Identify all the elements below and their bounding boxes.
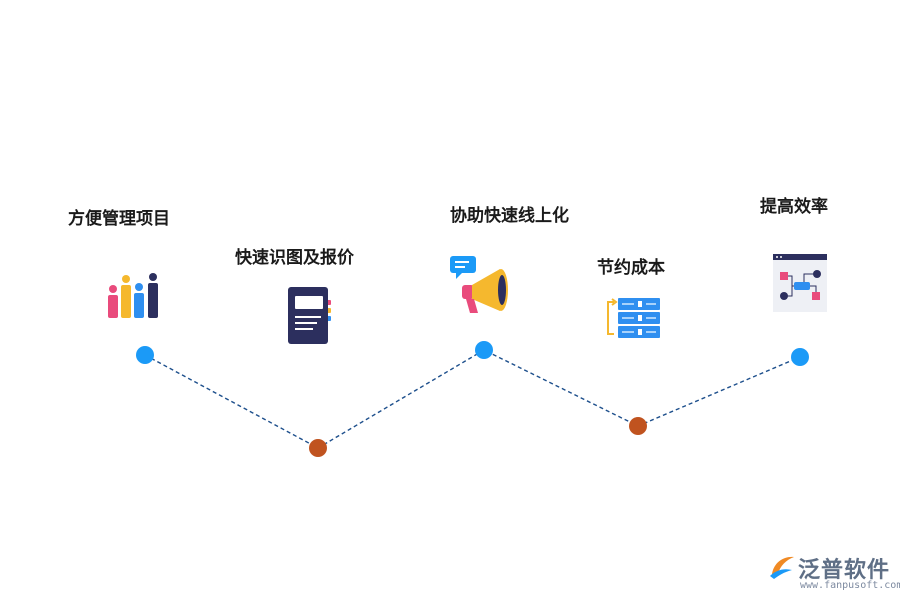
step-label-4: 节约成本	[597, 258, 665, 278]
step-label-5: 提高效率	[760, 197, 828, 217]
brand-logo: 泛普软件 www.fanpusoft.com	[768, 552, 900, 596]
step-label-1: 方便管理项目	[68, 209, 170, 229]
brand-url: www.fanpusoft.com	[800, 580, 900, 591]
step-node-2	[309, 439, 327, 457]
brand-name: 泛普软件	[798, 558, 891, 583]
step-node-3	[475, 341, 493, 359]
dashed-connector-line	[144, 349, 801, 449]
step-node-1	[136, 346, 154, 364]
document-icon	[288, 287, 331, 344]
step-node-4	[629, 417, 647, 435]
step-label-2: 快速识图及报价	[235, 248, 354, 268]
brand-swoosh-icon	[770, 556, 794, 579]
server-stack-icon	[607, 298, 660, 338]
flowchart-window-icon	[773, 254, 827, 312]
megaphone-icon	[450, 256, 508, 313]
step-label-3: 协助快速线上化	[450, 206, 569, 226]
bar-chart-people-icon	[108, 273, 158, 318]
step-node-5	[791, 348, 809, 366]
